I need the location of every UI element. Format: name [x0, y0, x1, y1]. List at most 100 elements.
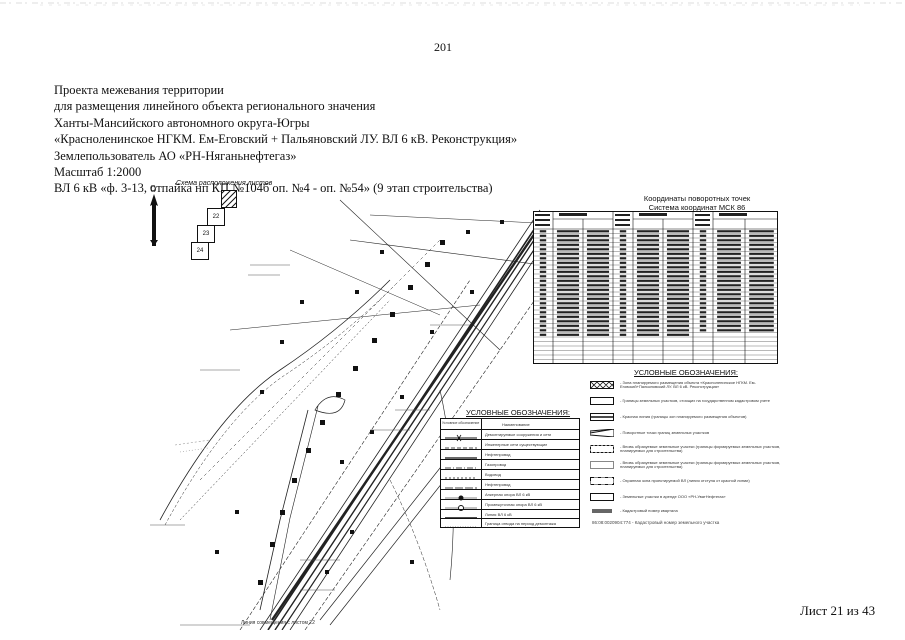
coord-cell-ink [556, 333, 580, 336]
coord-cell-ink [586, 315, 610, 318]
coord-cell-ink [666, 234, 690, 237]
coordinates-title-line-1: Координаты поворотных точек [643, 194, 751, 203]
coord-cell-ink [556, 270, 580, 273]
coord-cell-ink [749, 279, 774, 282]
coord-cell-ink [619, 293, 627, 296]
legend-left-item: Водовод [441, 469, 579, 479]
legend-right-text: - Вновь образуемые земельные участки (гр… [620, 459, 781, 469]
legend-left-text: Линия ВЛ 6 кВ [485, 512, 512, 517]
coord-cell-ink [636, 257, 660, 260]
legend-right-item: - Охранная зона проектируемой ВЛ (линия … [590, 474, 800, 488]
coord-cell-ink [586, 279, 610, 282]
coord-cell-ink [699, 234, 707, 237]
legend-left-item: Нефтепровод [441, 479, 579, 489]
legend-left-item: Нефтепровод [441, 449, 579, 459]
coord-cell-ink [717, 293, 741, 296]
coord-cell-ink [749, 243, 774, 246]
coord-cell-ink [636, 302, 660, 305]
coord-cell-ink [556, 306, 580, 309]
coord-cell-ink [619, 261, 627, 264]
coord-cell-ink [619, 252, 627, 255]
coord-cell-ink [619, 315, 627, 318]
legend-right-text: - Кадастровый номер квартала [620, 507, 678, 513]
coord-cell-ink [556, 252, 580, 255]
coord-cell-ink [556, 329, 580, 332]
legend-left-text: Водовод [485, 472, 501, 477]
coord-cell-ink [619, 288, 627, 291]
coord-cell-ink [699, 302, 707, 305]
coord-cell-ink [749, 270, 774, 273]
header-line-7: ВЛ 6 кВ «ф. 3-13, отпайка нп КП №104б оп… [54, 181, 493, 196]
legend-right-item: - Кадастровый номер квартала [590, 504, 800, 518]
coord-cell-ink [717, 284, 741, 287]
dismantled-line-icon [445, 434, 477, 442]
coord-cell-ink [556, 239, 580, 242]
coord-cell-ink [619, 243, 627, 246]
header-line-3: Ханты-Мансийского автономного округа-Югр… [54, 115, 310, 130]
coord-cell-ink [717, 239, 741, 242]
sheet-number: 23 [202, 231, 210, 237]
coord-cell-ink [539, 270, 547, 273]
coord-cell-ink [666, 329, 690, 332]
coord-cell-ink [636, 306, 660, 309]
legend-right-text: - Зона планируемого размещения объекта «… [620, 379, 756, 389]
north-label: С [150, 184, 156, 193]
legend-left-header-col1: Условное обозначение [442, 421, 480, 425]
coord-cell-ink [586, 306, 610, 309]
existing-utilities-icon [445, 447, 477, 449]
legend-right-item: - Вновь образуемые земельные участки (гр… [590, 442, 800, 456]
coord-cell-ink [586, 297, 610, 300]
coord-cell-ink [586, 302, 610, 305]
coord-cell-ink [636, 266, 660, 269]
coord-cell-ink [619, 284, 627, 287]
coord-cell-ink [539, 257, 547, 260]
coord-cell-ink [539, 266, 547, 269]
coord-cell-ink [749, 320, 774, 323]
coord-cell-ink [749, 288, 774, 291]
coord-cell-ink [666, 243, 690, 246]
coord-cell-ink [749, 315, 774, 318]
coord-cell-ink [556, 284, 580, 287]
legend-right-title: УСЛОВНЫЕ ОБОЗНАЧЕНИЯ: [634, 368, 739, 377]
coord-cell-ink [619, 306, 627, 309]
coord-cell-ink [666, 270, 690, 273]
coord-cell-ink [539, 284, 547, 287]
legend-left-header-col2: Наименование [502, 421, 530, 427]
legend-left-item: Анкерная опора ВЛ 6 кВ [441, 489, 579, 501]
coord-cell-ink [586, 261, 610, 264]
coord-cell-ink [539, 279, 547, 282]
coord-cell-ink [636, 284, 660, 287]
coord-cell-ink [539, 333, 547, 336]
coord-cell-ink [619, 320, 627, 323]
coord-cell-ink [636, 329, 660, 332]
legend-right-item: - Вновь образуемые земельные участки (гр… [590, 458, 800, 472]
coord-cell-ink [717, 297, 741, 300]
coord-cell-ink [636, 293, 660, 296]
coord-cell-ink [586, 257, 610, 260]
coord-cell-ink [619, 257, 627, 260]
coord-cell-ink [586, 239, 610, 242]
coord-cell-ink [717, 230, 741, 233]
legend-left-text: Газопровод [485, 462, 507, 467]
gas-pipeline-icon [445, 467, 477, 469]
coord-cell-ink [586, 288, 610, 291]
hatched-sheet-icon [221, 190, 237, 208]
coord-cell-ink [539, 261, 547, 264]
water-pipeline-icon [445, 477, 477, 479]
coord-cell-ink [717, 252, 741, 255]
coord-cell-ink [749, 234, 774, 237]
coord-cell-ink [556, 243, 580, 246]
coord-cell-ink [619, 329, 627, 332]
coord-cell-ink [717, 302, 741, 305]
legend-right-text: - Охранная зона проектируемой ВЛ (линия … [620, 477, 750, 483]
coord-cell-ink [717, 329, 741, 332]
legend-left-text: Анкерная опора ВЛ 6 кВ [485, 492, 531, 497]
coord-cell-ink [699, 279, 707, 282]
coord-cell-ink [636, 252, 660, 255]
page-number: 201 [434, 40, 452, 54]
coord-cell-ink [699, 230, 707, 233]
coord-cell-ink [636, 320, 660, 323]
coord-cell-ink [717, 324, 741, 327]
header-line-4: «Красноленинское НГКМ. Ем-Еговский + Пал… [54, 132, 518, 147]
parcel-boundary-icon [590, 397, 614, 405]
